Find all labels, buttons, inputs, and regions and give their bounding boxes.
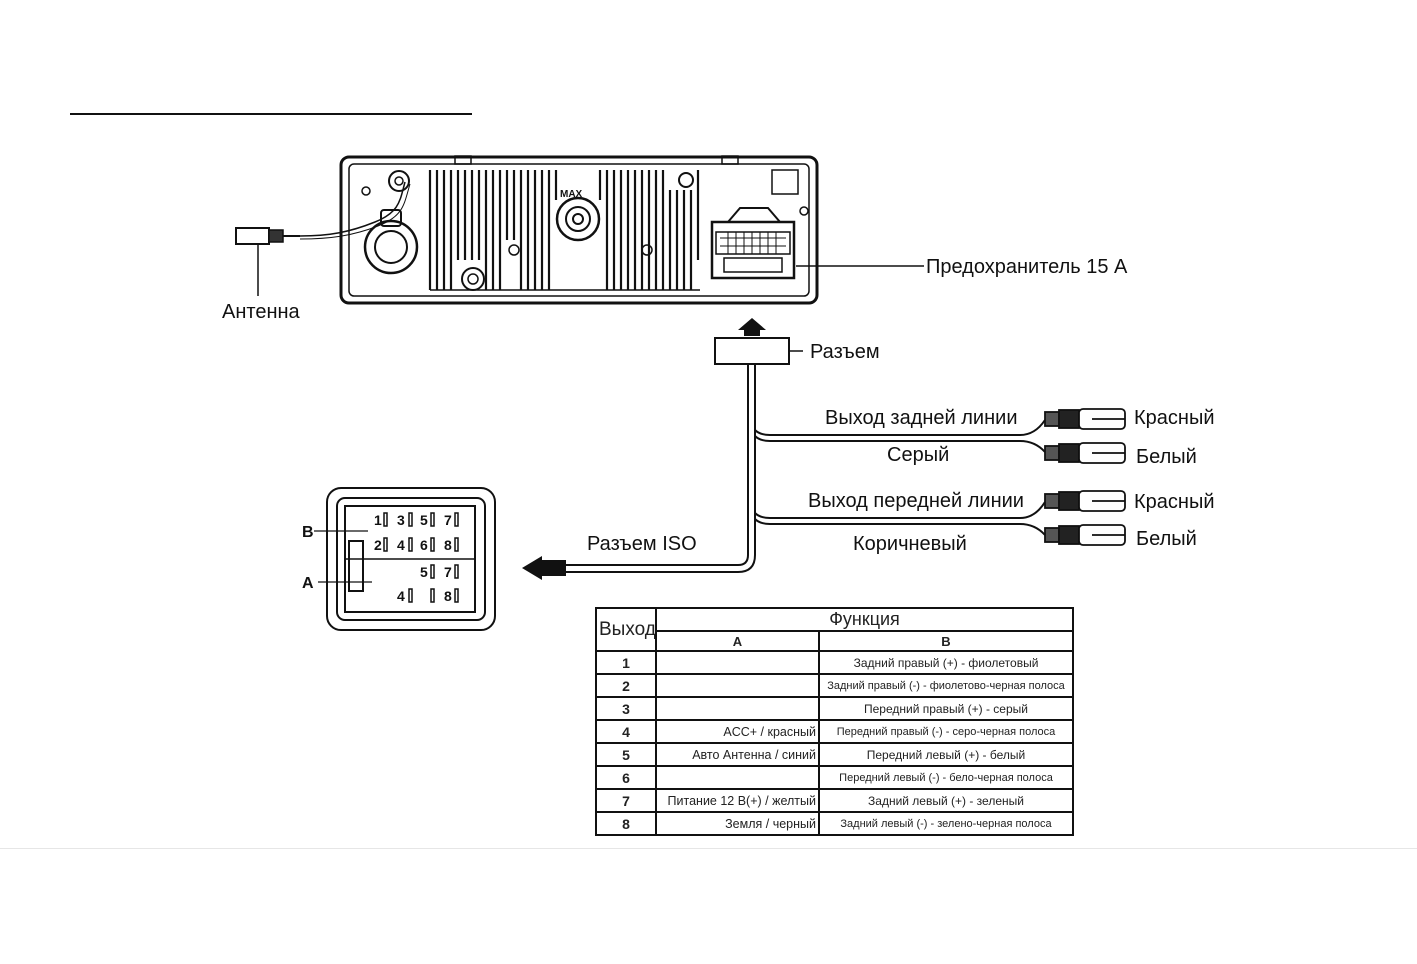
row-number: 2 bbox=[595, 673, 657, 698]
row-b: Задний правый (+) - фиолетовый bbox=[818, 650, 1074, 675]
row-number: 4 bbox=[595, 719, 657, 744]
rear-line-out-label: Выход задней линии bbox=[825, 407, 1018, 429]
rca-plugs bbox=[1044, 408, 1126, 546]
row-b: Передний правый (+) - серый bbox=[818, 696, 1074, 721]
left-arrow-icon bbox=[522, 556, 566, 580]
unit-mark: MAX bbox=[560, 189, 583, 200]
antenna-plug bbox=[235, 181, 411, 296]
table-row: 1 Задний правый (+) - фиолетовый bbox=[595, 650, 1074, 675]
antenna-label: Антенна bbox=[222, 301, 301, 323]
iso-connector-label: Разъем ISO bbox=[587, 533, 697, 555]
pin-a7: 7 bbox=[444, 564, 452, 580]
table-row: 6 Передний левый (-) - бело-черная полос… bbox=[595, 765, 1074, 790]
connector-label: Разъем bbox=[810, 341, 880, 363]
red-label-front: Красный bbox=[1134, 491, 1215, 513]
row-a: ACC+ / красный bbox=[655, 719, 820, 744]
row-b: Задний левый (-) - зелено-черная полоса bbox=[818, 811, 1074, 836]
red-label-rear: Красный bbox=[1134, 407, 1215, 429]
row-number: 3 bbox=[595, 696, 657, 721]
pin-a8: 8 bbox=[444, 588, 452, 604]
table-row: 4 ACC+ / красный Передний правый (-) - с… bbox=[595, 719, 1074, 744]
row-a bbox=[655, 650, 820, 675]
row-number: 8 bbox=[595, 811, 657, 836]
pin-b5: 5 bbox=[420, 512, 428, 528]
row-b: Передний левый (-) - бело-черная полоса bbox=[818, 765, 1074, 790]
white-label-rear: Белый bbox=[1136, 446, 1197, 468]
table-row: 5 Авто Антенна / синий Передний левый (+… bbox=[595, 742, 1074, 767]
table-row: 7 Питание 12 В(+) / желтый Задний левый … bbox=[595, 788, 1074, 813]
block-a-label: A bbox=[302, 575, 314, 592]
pin-b8: 8 bbox=[444, 537, 452, 553]
up-arrow-icon bbox=[738, 318, 766, 336]
pin-b6: 6 bbox=[420, 537, 428, 553]
header-col-b: В bbox=[818, 630, 1074, 652]
gray-label: Серый bbox=[887, 444, 949, 466]
row-b: Передний левый (+) - белый bbox=[818, 742, 1074, 767]
table-row: 2 Задний правый (-) - фиолетово-черная п… bbox=[595, 673, 1074, 698]
row-a bbox=[655, 765, 820, 790]
block-b-label: B bbox=[302, 524, 314, 541]
table-header-row: Выход Функция bbox=[595, 607, 1074, 652]
row-b: Передний правый (-) - серо-черная полоса bbox=[818, 719, 1074, 744]
pin-a4: 4 bbox=[397, 588, 405, 604]
row-a: Земля / черный bbox=[655, 811, 820, 836]
pin-b4: 4 bbox=[397, 537, 405, 553]
row-number: 1 bbox=[595, 650, 657, 675]
row-a: Авто Антенна / синий bbox=[655, 742, 820, 767]
pin-function-table: Выход Функция А В 1 Задний правый (+) - … bbox=[595, 607, 1074, 836]
bottom-rule bbox=[0, 848, 1417, 849]
table-row: 3 Передний правый (+) - серый bbox=[595, 696, 1074, 721]
row-a: Питание 12 В(+) / желтый bbox=[655, 788, 820, 813]
front-line-out-label: Выход передней линии bbox=[808, 490, 1024, 512]
brown-label: Коричневый bbox=[853, 533, 967, 555]
fuse-label: Предохранитель 15 А bbox=[926, 256, 1128, 278]
iso-connector-face bbox=[314, 487, 496, 631]
header-function: Функция bbox=[655, 607, 1074, 632]
table-row: 8 Земля / черный Задний левый (-) - зеле… bbox=[595, 811, 1074, 836]
row-b: Задний правый (-) - фиолетово-черная пол… bbox=[818, 673, 1074, 698]
row-number: 6 bbox=[595, 765, 657, 790]
harness-wires bbox=[566, 364, 1046, 573]
pin-b1: 1 bbox=[374, 512, 382, 528]
head-unit-rear-panel bbox=[339, 155, 819, 305]
row-a bbox=[655, 673, 820, 698]
pin-a5: 5 bbox=[420, 564, 428, 580]
pin-b3: 3 bbox=[397, 512, 405, 528]
row-a bbox=[655, 696, 820, 721]
row-b: Задний левый (+) - зеленый bbox=[818, 788, 1074, 813]
pin-b2: 2 bbox=[374, 537, 382, 553]
connector-plug bbox=[714, 337, 790, 365]
header-col-a: А bbox=[655, 630, 820, 652]
header-output: Выход bbox=[595, 607, 657, 652]
row-number: 5 bbox=[595, 742, 657, 767]
white-label-front: Белый bbox=[1136, 528, 1197, 550]
table-subheader-row: А В bbox=[596, 630, 1074, 652]
pin-b7: 7 bbox=[444, 512, 452, 528]
row-number: 7 bbox=[595, 788, 657, 813]
